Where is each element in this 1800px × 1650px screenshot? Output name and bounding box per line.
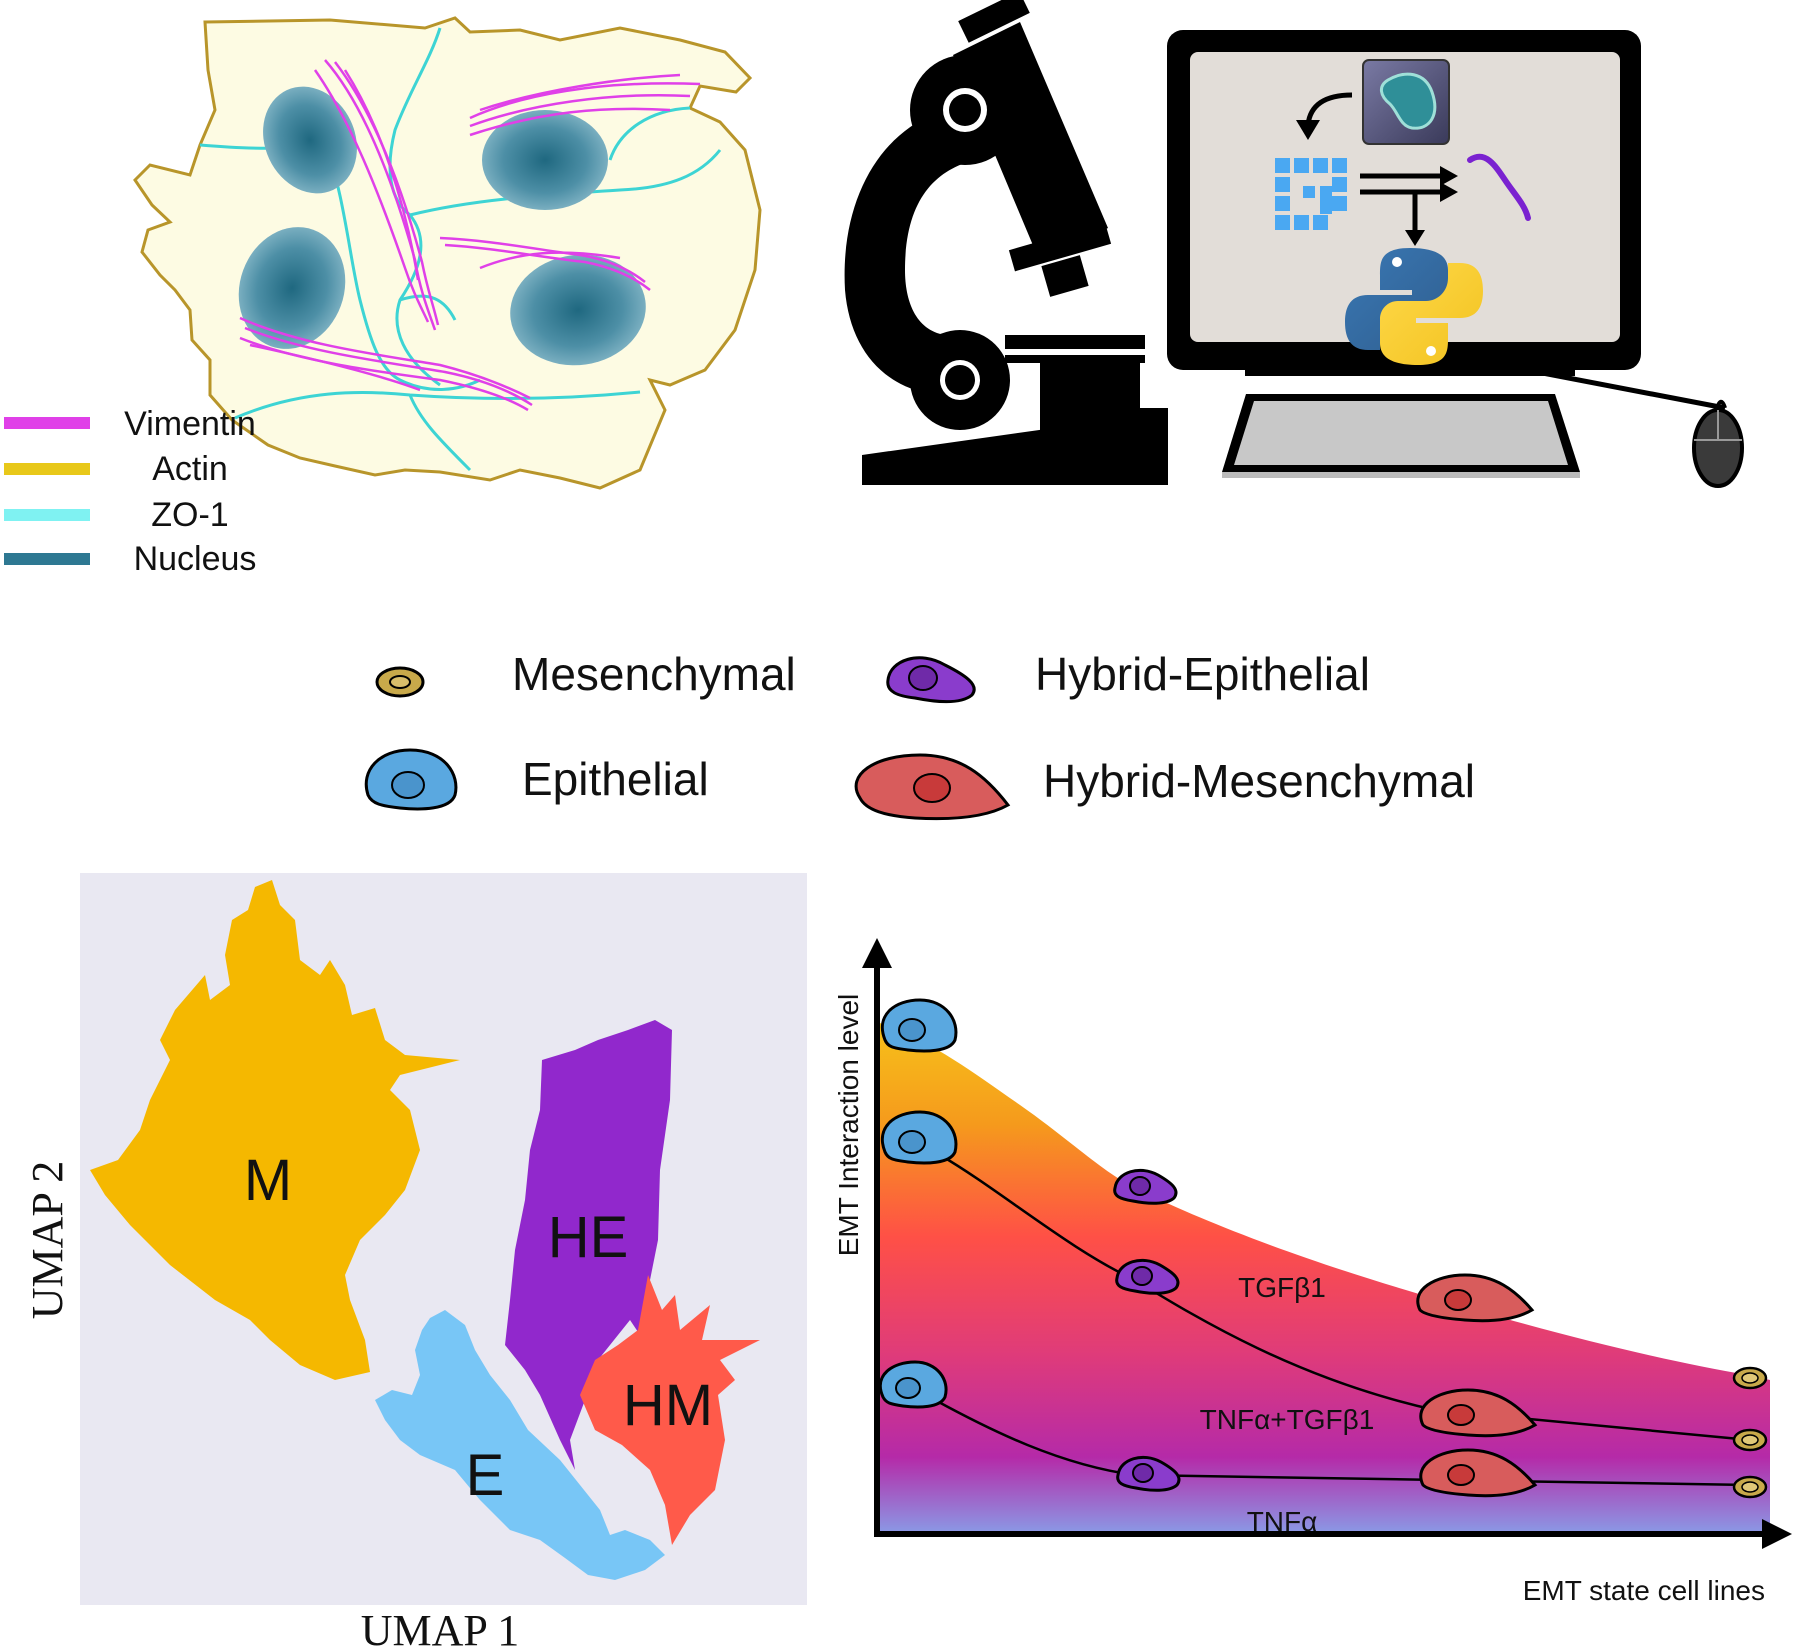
nuclei xyxy=(238,86,646,366)
legend-label-nucleus: Nucleus xyxy=(134,540,257,578)
monitor-icon xyxy=(1167,30,1641,370)
legend-label-mesenchymal: Mesenchymal xyxy=(512,648,796,700)
fiji-icon xyxy=(1275,158,1347,230)
legend-label-zo1: ZO-1 xyxy=(151,496,228,534)
umap-cluster-e xyxy=(375,1310,665,1580)
umap-label-e: E xyxy=(466,1443,505,1508)
hybrid-mesenchymal-cell-icon xyxy=(1419,1448,1538,1498)
mesenchymal-cell-icon xyxy=(1732,1475,1768,1499)
legend-label-epithelial: Epithelial xyxy=(522,753,709,805)
workflow-icons xyxy=(1245,59,1575,376)
microscope-icon xyxy=(844,0,1168,485)
umap-label-hm: HM xyxy=(623,1373,713,1438)
umap-cluster-m xyxy=(90,880,460,1380)
region-label-tgfb1: TGFβ1 xyxy=(1238,1272,1326,1303)
legend-swatch-actin xyxy=(4,463,90,475)
cell-type-legend: Mesenchymal Hybrid-Epithelial Epithelial… xyxy=(364,648,1475,821)
umap-cluster-hm xyxy=(580,1275,760,1545)
vimentin-filaments xyxy=(239,59,701,412)
mesenchymal-cell-icon xyxy=(375,666,425,698)
hybrid-epithelial-cell-icon xyxy=(886,656,976,704)
nucleus xyxy=(238,227,346,349)
legend-label-hybrid-mesenchymal: Hybrid-Mesenchymal xyxy=(1043,755,1475,807)
mouse-icon xyxy=(1489,360,1744,488)
nucleus xyxy=(482,110,608,210)
legend-swatch-vimentin xyxy=(4,417,90,429)
legend-label-actin: Actin xyxy=(152,450,228,488)
umap-label-he: HE xyxy=(548,1205,629,1270)
umap-panel: M HE HM E UMAP 1 UMAP 2 xyxy=(23,873,807,1650)
cell-schematic xyxy=(133,16,762,490)
plot-y-axis-label: EMT Interaction level xyxy=(833,994,864,1257)
umap-cluster-he xyxy=(505,1020,672,1470)
nucleus xyxy=(510,254,646,366)
umap-y-axis-label: UMAP 2 xyxy=(23,1161,72,1320)
legend-swatch-zo1 xyxy=(4,509,90,521)
arrow-icon xyxy=(1360,166,1458,246)
squiggle-icon xyxy=(1467,153,1531,221)
legend-swatch-nucleus xyxy=(4,553,90,565)
emt-interaction-plot: TGFβ1 TNFα+TGFβ1 TNFα EMT state cell lin… xyxy=(833,938,1792,1606)
nucleus xyxy=(263,86,357,194)
umap-label-m: M xyxy=(244,1148,292,1213)
region-label-tnfa: TNFα xyxy=(1247,1506,1318,1537)
plot-x-axis-label: EMT state cell lines xyxy=(1523,1575,1765,1606)
hybrid-mesenchymal-cell-icon xyxy=(1419,1388,1538,1438)
hybrid-mesenchymal-cell-icon xyxy=(1416,1273,1535,1323)
zo1-junctions xyxy=(199,27,722,472)
legend-label-hybrid-epithelial: Hybrid-Epithelial xyxy=(1035,648,1370,700)
markers-legend: Vimentin Actin ZO-1 Nucleus xyxy=(4,405,256,578)
plot-axes xyxy=(862,938,1792,1549)
mesenchymal-cell-icon xyxy=(1732,1366,1768,1390)
emt-gradient-area xyxy=(877,1022,1770,1534)
trajectory-cells xyxy=(878,998,1768,1499)
arrow-icon xyxy=(1305,92,1353,126)
keyboard-icon xyxy=(1222,394,1580,478)
region-label-tnfa-tgfb1: TNFα+TGFβ1 xyxy=(1200,1404,1375,1435)
mesenchymal-cell-icon xyxy=(1732,1428,1768,1452)
hybrid-mesenchymal-cell-icon xyxy=(854,753,1011,821)
epithelial-cell-icon xyxy=(364,748,458,811)
python-icon xyxy=(1345,248,1483,365)
legend-label-vimentin: Vimentin xyxy=(124,405,256,443)
umap-x-axis-label: UMAP 1 xyxy=(361,1606,520,1650)
